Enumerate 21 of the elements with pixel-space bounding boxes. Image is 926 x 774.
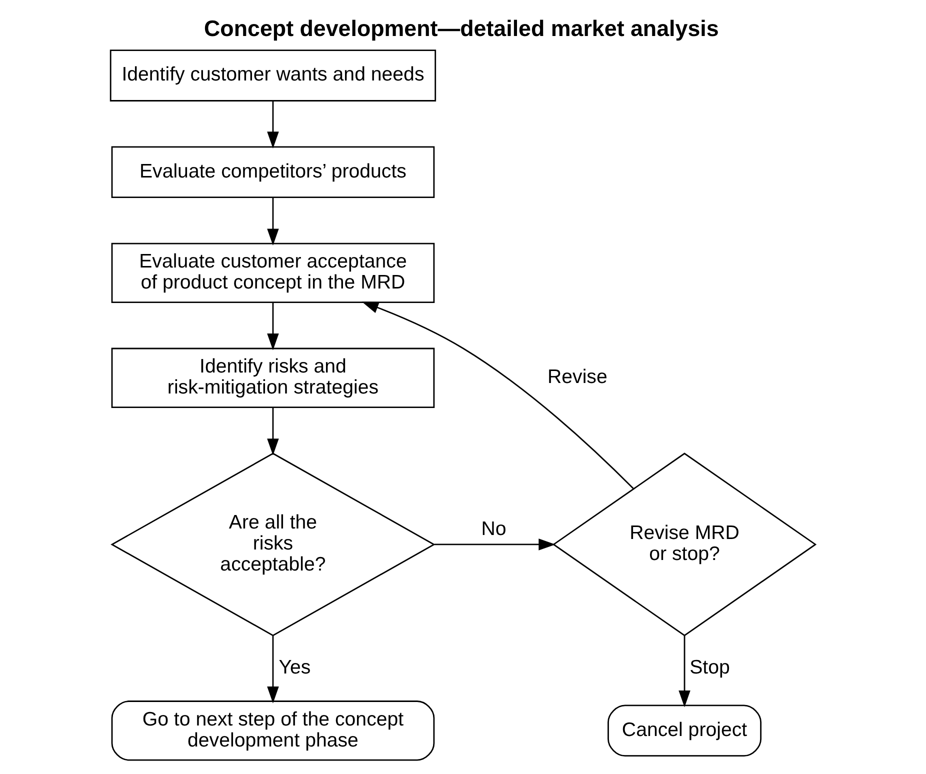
node-box: Cancel project [608,704,762,757]
node-box: Go to next step of the concept development phase [111,700,435,761]
arrow [362,302,634,490]
arrow [267,302,279,350]
edge-label: No [481,518,506,540]
diagram-title: Concept development—detailed market analysis [204,16,719,42]
arrow [267,198,279,246]
node-box: Evaluate competitors’ products [111,146,435,198]
edge-label: Stop [690,656,730,679]
edge-label: Revise [548,366,608,388]
node-diamond: Revise MRD or stop? [552,452,817,636]
node-box: Evaluate customer acceptance of product concept in the MRD [111,242,435,303]
node-box: Identify risks and risk-mitigation strategies [111,348,435,408]
arrow [434,538,556,550]
arrow [267,407,279,456]
node-box: Identify customer wants and needs [110,50,436,102]
arrow [678,636,690,708]
node-diamond: Are all the risks acceptable? [110,452,436,636]
arrow [267,101,279,148]
edge-label: Yes [278,656,311,679]
arrow [267,636,279,704]
